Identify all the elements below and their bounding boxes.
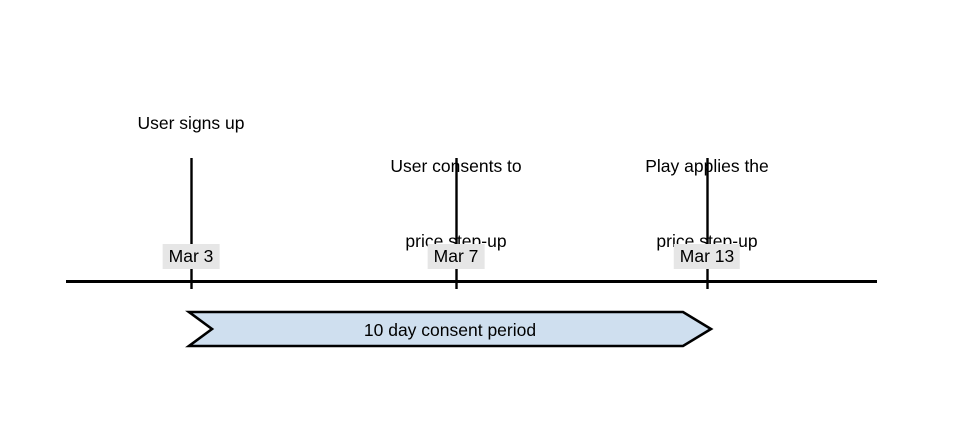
consent-period-band <box>185 310 714 348</box>
event-label-apply: Play applies the price step-up <box>587 104 827 304</box>
event-label-consent: User consents to price step-up <box>336 104 576 304</box>
date-chip-apply: Mar 13 <box>673 244 741 269</box>
consent-period-label: 10 day consent period <box>363 320 537 340</box>
event-label-apply-line1: Play applies the <box>645 156 769 176</box>
date-chip-consent: Mar 7 <box>427 244 485 269</box>
date-chip-signup: Mar 3 <box>162 244 220 269</box>
event-label-signup: User signs up <box>137 113 245 133</box>
event-label-consent-line1: User consents to <box>390 156 522 176</box>
